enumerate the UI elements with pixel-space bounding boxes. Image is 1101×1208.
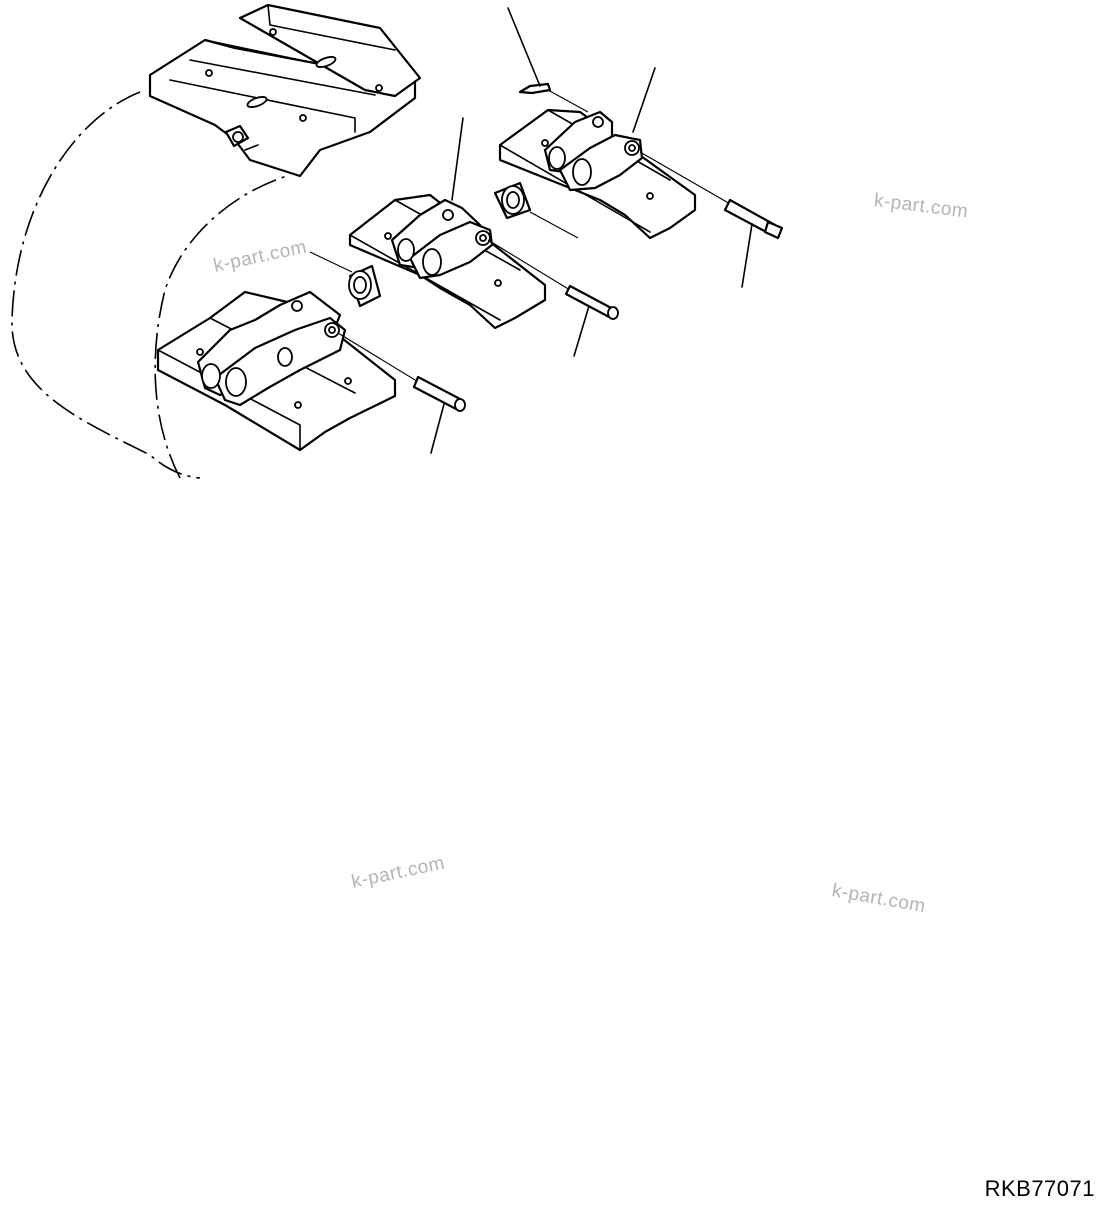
track-loop-outline [11,91,291,479]
leader-line-pin-middle [573,305,590,357]
track-pin-middle [487,239,619,320]
track-pin-front [337,332,466,412]
assembled-track-shoes [148,3,422,178]
leader-line-pin-front [430,403,445,454]
leader-line-link-rear [632,67,656,133]
spring-pin [518,82,589,113]
track-link-assembly-middle [348,193,547,330]
leader-line-master-pin [741,223,753,288]
leader-line-spring-pin [507,7,541,87]
master-pin [639,151,784,240]
leader-line-link-middle [451,117,464,201]
bushing-middle [493,181,579,239]
drawing-code-label: RKB77071 [984,1176,1095,1201]
track-link-assembly-front [156,290,397,452]
bushing-front [309,251,382,308]
track-link-assembly-rear [498,108,697,240]
